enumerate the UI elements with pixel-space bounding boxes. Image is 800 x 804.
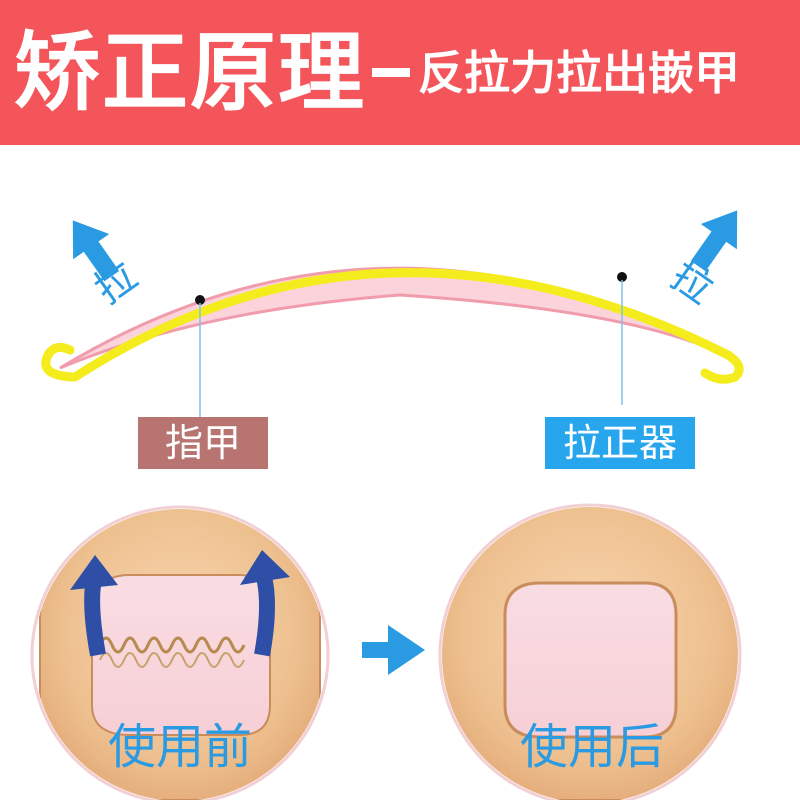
- nail-shape: [59, 266, 726, 370]
- corrector-band: [70, 268, 733, 382]
- before-toe: [30, 505, 330, 804]
- transition-arrow-icon: [362, 625, 425, 675]
- pull-arrow-left-icon: [72, 220, 120, 282]
- title-banner: 矫正原理 反拉力拉出嵌甲: [0, 0, 800, 145]
- left-hook: [41, 342, 77, 382]
- device-label-text: 拉正器: [562, 421, 677, 465]
- banner-dash: [372, 68, 410, 77]
- spring-icon: [98, 636, 246, 654]
- banner-subtitle: 反拉力拉出嵌甲: [418, 45, 740, 100]
- right-hook: [700, 350, 744, 384]
- banner-title: 矫正原理: [14, 22, 366, 123]
- curve-arrow-left-icon: [70, 555, 118, 657]
- nail-label: 指甲: [138, 417, 268, 469]
- device-label: 拉正器: [545, 417, 695, 469]
- after-toe: [438, 503, 742, 804]
- diagram-svg: [30, 210, 744, 804]
- pull-arrow-right-icon: [690, 210, 738, 272]
- nail-label-text: 指甲: [164, 421, 241, 465]
- leader-lines: [195, 272, 627, 417]
- after-caption: 使用后: [520, 719, 665, 775]
- curve-arrow-right-icon: [240, 550, 290, 657]
- diagram-area: 拉 拉 指甲 拉正器 使用前 使用后: [0, 145, 800, 804]
- before-caption: 使用前: [108, 719, 253, 775]
- corrector-curve: [41, 266, 744, 384]
